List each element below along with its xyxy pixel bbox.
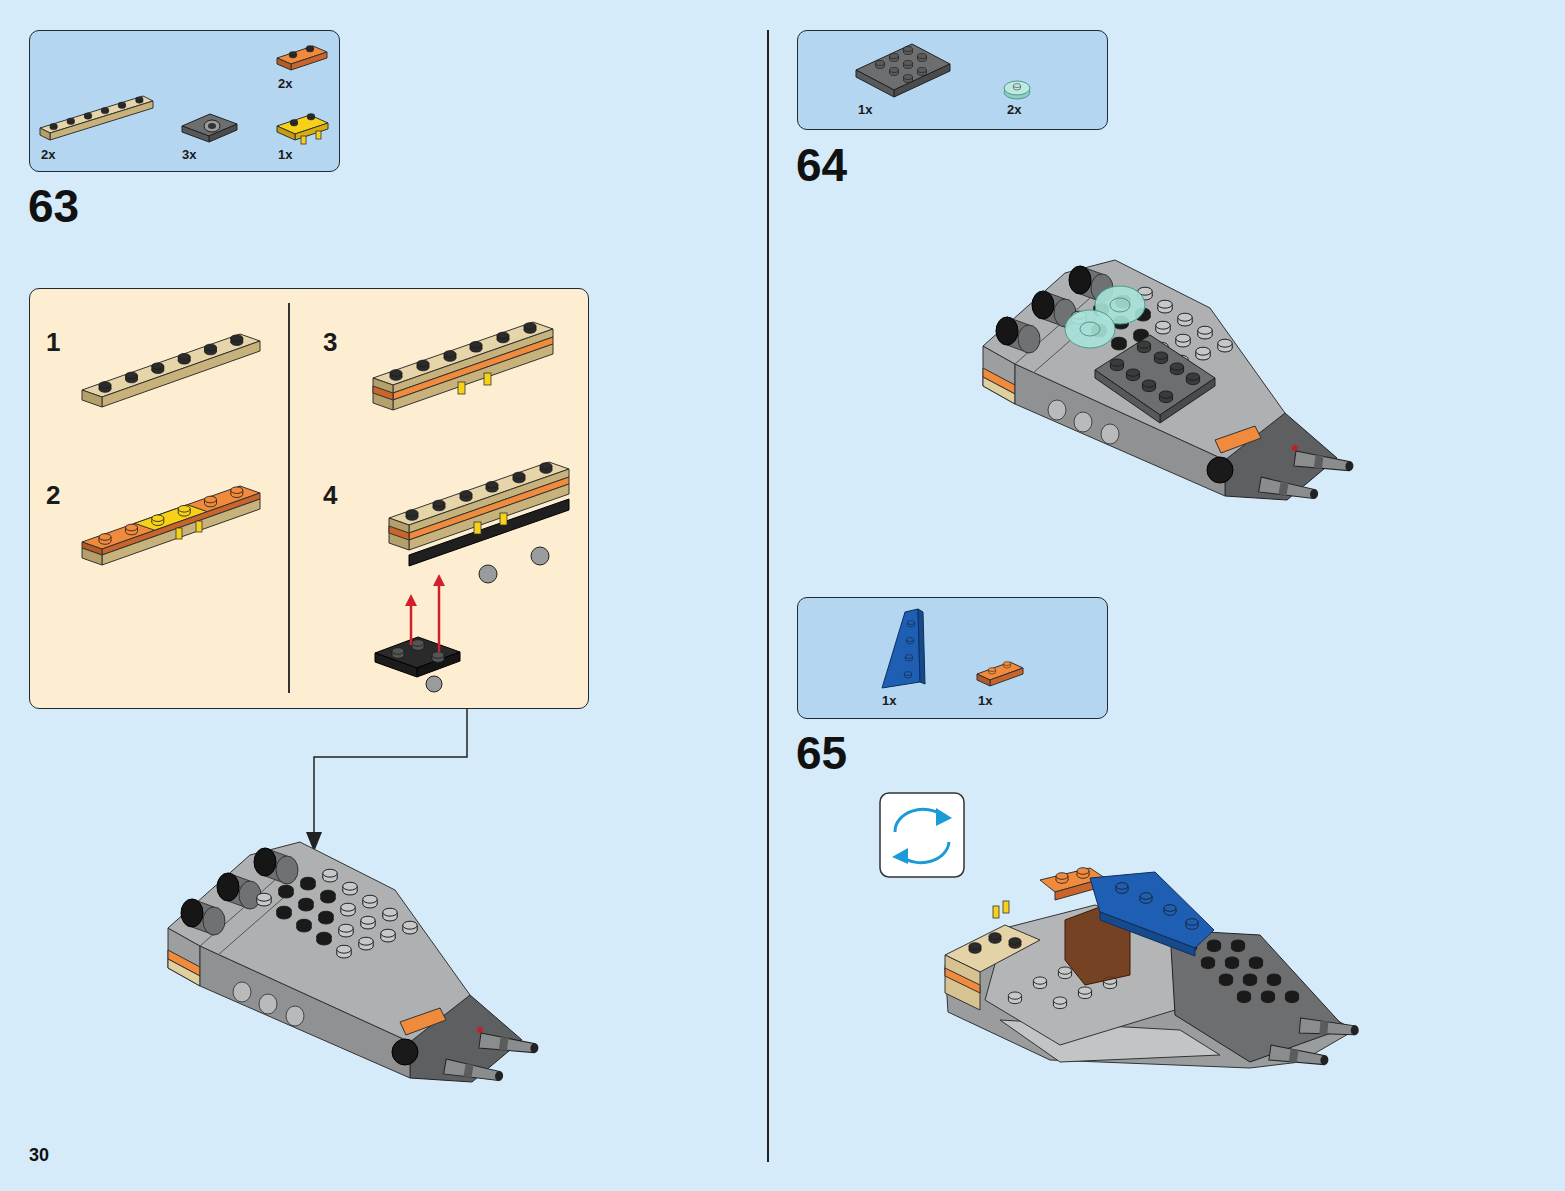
part-illustration [40, 45, 328, 143]
model-step-65 [1100, 912, 1195, 956]
part-quantity: 1x [882, 694, 896, 707]
callout-arrow [314, 709, 467, 834]
model-step-65 [1170, 930, 1345, 1062]
model-step-63 [168, 842, 539, 1084]
part-illustration [797, 597, 1108, 719]
rotate-icon [901, 842, 949, 863]
model-step-65 [1285, 991, 1298, 1003]
model-step-64 [1159, 391, 1172, 403]
model-step-64 [1170, 363, 1183, 375]
model-step-65 [1219, 974, 1232, 986]
page-number: 30 [29, 1146, 49, 1164]
model-step-65 [1058, 967, 1071, 979]
model-step-65 [1078, 987, 1091, 999]
part-illustration [797, 30, 1108, 130]
model-step-65 [1033, 977, 1046, 989]
part-illustration [29, 288, 589, 709]
rotate-icon [892, 848, 908, 864]
parts-callout: 2x 2x 3x 1x [29, 30, 340, 172]
model-step-65 [1053, 997, 1066, 1009]
model-step-64 [1160, 378, 1215, 423]
part-quantity: 2x [278, 77, 292, 90]
substep-number: 3 [323, 329, 337, 355]
step-number: 65 [796, 730, 847, 776]
model-step-64 [1110, 298, 1130, 312]
part-quantity: 3x [182, 148, 196, 161]
model-step-64 [1080, 322, 1100, 336]
substep-panel: 1 2 3 4 [29, 288, 589, 709]
model-step-64 [1126, 369, 1139, 381]
part-quantity: 1x [278, 148, 292, 161]
model-step-65 [993, 906, 999, 918]
substep-number: 2 [46, 482, 60, 508]
model-step-65 [1249, 957, 1262, 969]
model-step-64 [1186, 373, 1199, 385]
part-illustration [856, 44, 1030, 99]
model-step-65 [1269, 1045, 1330, 1068]
model-step-65 [1164, 905, 1176, 916]
model-step-65 [1267, 974, 1280, 986]
model-step-65 [1225, 957, 1238, 969]
model-step-65 [1299, 1018, 1359, 1038]
model-step-65 [1116, 883, 1128, 894]
model-step-65 [1186, 919, 1198, 930]
model-step-65 [1243, 974, 1256, 986]
step-number: 63 [28, 183, 79, 229]
part-quantity: 2x [41, 148, 55, 161]
model-step-63 [168, 842, 539, 1084]
rotate-icon [895, 809, 943, 832]
model-step-64 [983, 260, 1354, 502]
parts-callout: 1x 2x [797, 30, 1108, 130]
model-step-65 [1077, 868, 1089, 879]
model-step-65 [1201, 957, 1214, 969]
rotate-icon [880, 793, 964, 877]
model-step-64 [1154, 352, 1167, 364]
model-step-65 [989, 933, 1001, 944]
substep-number: 4 [323, 482, 337, 508]
part-quantity: 1x [858, 103, 872, 116]
model-step-64 [983, 260, 1354, 502]
rotate-icon [936, 808, 952, 826]
model-step-64 [1065, 310, 1115, 348]
model-step-65 [945, 955, 980, 1010]
part-illustration [882, 609, 1023, 688]
model-step-65 [1261, 991, 1274, 1003]
parts-callout: 1x 1x [797, 597, 1108, 719]
model-step-65 [1008, 992, 1021, 1004]
model-step-65 [1207, 940, 1220, 952]
page-divider [767, 30, 769, 1162]
part-illustration [82, 303, 569, 693]
part-quantity: 2x [1007, 103, 1021, 116]
model-step-64 [1137, 341, 1150, 353]
model-step-64 [1110, 359, 1123, 371]
model-step-65 [1009, 938, 1021, 949]
rotate-icon [880, 793, 964, 877]
step-number: 64 [796, 142, 847, 188]
model-step-65 [1056, 873, 1068, 884]
model-step-65 [1237, 991, 1250, 1003]
model-step-65 [1003, 901, 1009, 913]
model-step-65 [969, 943, 981, 954]
model-step-65 [1140, 893, 1152, 904]
model-step-64 [1095, 335, 1215, 415]
model-step-64 [1142, 380, 1155, 392]
part-quantity: 1x [978, 694, 992, 707]
model-step-65 [1231, 940, 1244, 952]
model-step-65 [945, 868, 1359, 1068]
substep-number: 1 [46, 329, 60, 355]
model-step-65 [945, 968, 980, 993]
